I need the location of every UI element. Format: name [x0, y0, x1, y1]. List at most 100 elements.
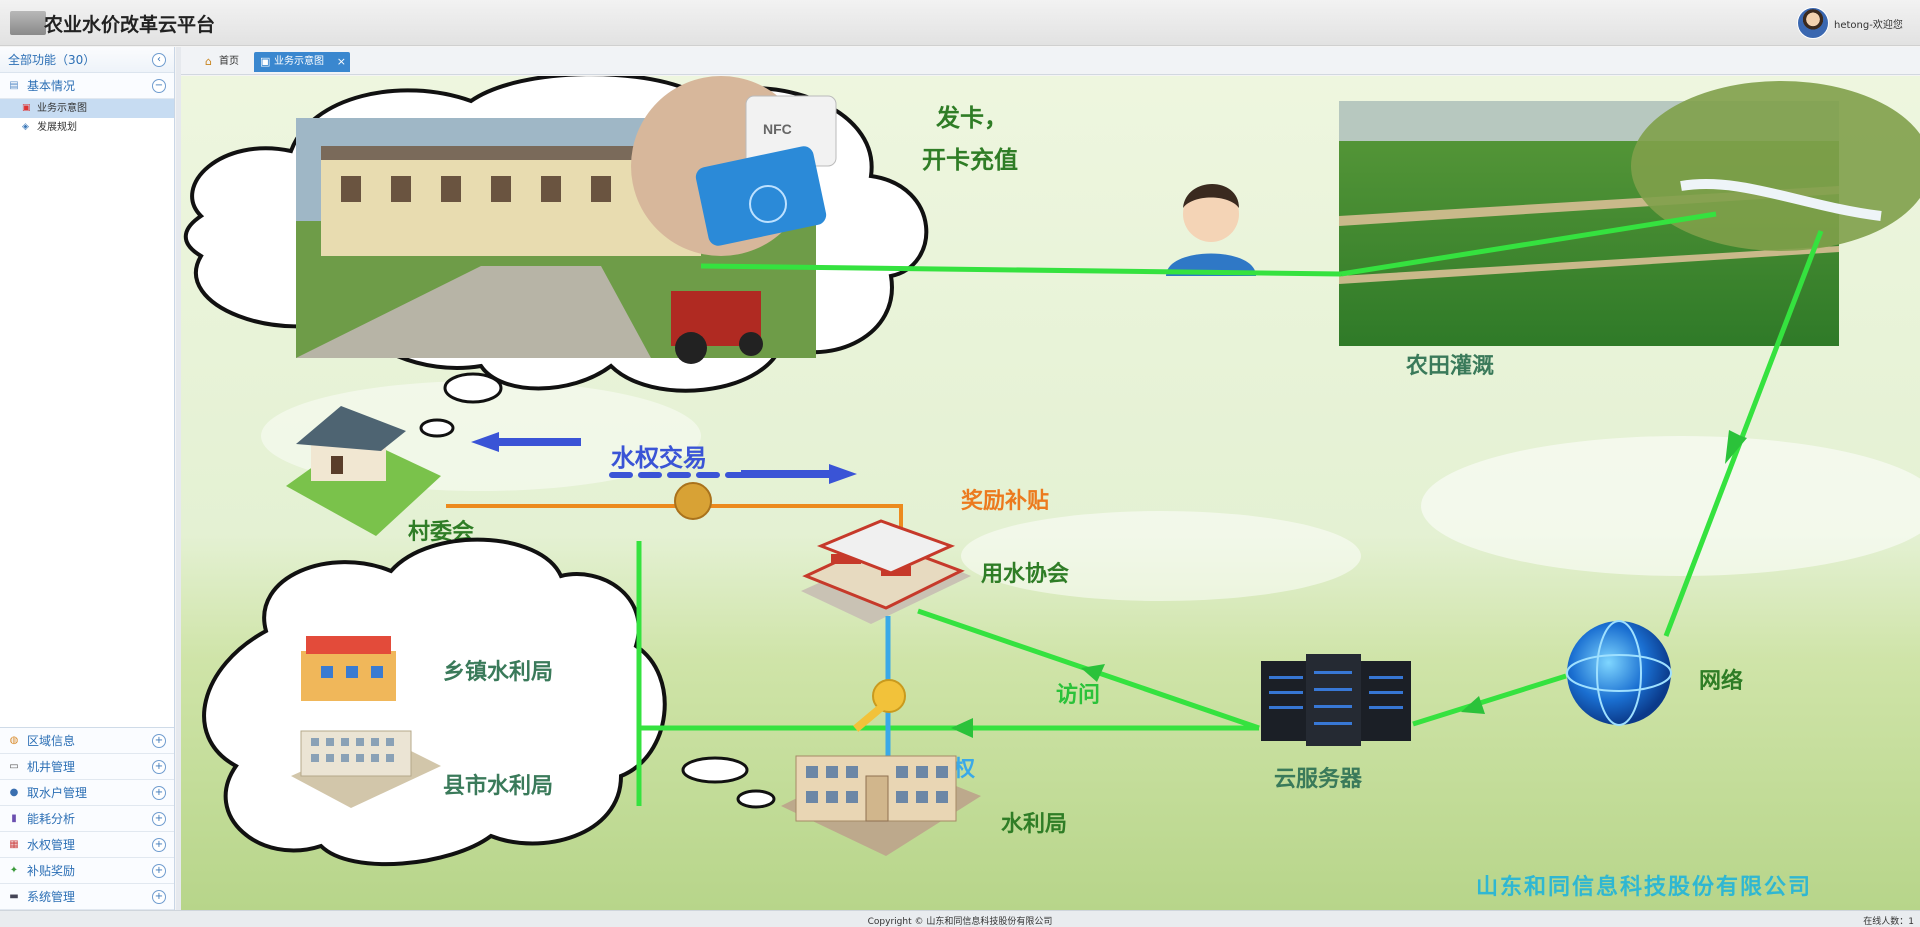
thought-bubble	[681, 756, 749, 784]
sidebar-group-label: 取水户管理	[27, 786, 88, 800]
reward-icon: ✦	[9, 865, 19, 876]
collapse-sidebar-icon[interactable]: ‹	[152, 53, 166, 67]
sidebar-group-label: 能耗分析	[27, 812, 76, 826]
nfc-card-photo: NFC	[631, 76, 837, 256]
sidebar-group-energy[interactable]: ▮ 能耗分析 +	[0, 806, 174, 832]
cloud-server-label: 云服务器	[1274, 767, 1363, 792]
water-bureau-label: 水利局	[1001, 812, 1067, 837]
cloud-shape	[961, 511, 1361, 601]
coin-icon	[674, 482, 712, 520]
thought-bubble	[419, 418, 455, 438]
system-icon: ▬	[9, 891, 19, 902]
tab-bar: ⌂ 首页 ▣ 业务示意图 ×	[181, 47, 1920, 75]
card-recharge-label: 开卡充值	[922, 146, 1018, 174]
all-functions-label: 全部功能（30）	[8, 53, 96, 67]
region-icon: ◍	[9, 735, 19, 746]
tab-business-diagram[interactable]: ▣ 业务示意图 ×	[254, 52, 350, 72]
cloud-shape	[1421, 436, 1920, 576]
arrow-head	[951, 718, 973, 738]
plus-icon[interactable]: +	[152, 734, 166, 748]
pdf-icon: ▣	[22, 103, 31, 113]
sidebar-group-label: 补贴奖励	[27, 864, 76, 878]
minus-icon[interactable]: −	[152, 79, 166, 93]
chart-icon: ◈	[22, 122, 29, 132]
close-icon[interactable]: ×	[336, 55, 346, 68]
thought-bubble	[443, 372, 503, 404]
card-issue-label: 发卡，	[935, 104, 1008, 132]
sidebar-group-subsidy[interactable]: ✦ 补贴奖励 +	[0, 858, 174, 884]
svg-text:NFC: NFC	[763, 121, 792, 137]
logo	[10, 11, 46, 35]
user-icon: ●	[9, 787, 19, 798]
sidebar-splitter[interactable]	[176, 47, 181, 910]
plus-icon[interactable]: +	[152, 838, 166, 852]
link-line	[1340, 211, 1717, 277]
village-committee-house	[286, 406, 441, 536]
county-bureau-building	[291, 730, 441, 808]
user-greeting[interactable]: hetong-欢迎您	[1834, 20, 1903, 31]
sidebar-group-label: 水权管理	[27, 838, 76, 852]
sidebar-header: 全部功能（30） ‹	[0, 47, 174, 73]
diagram-canvas: NFC 发卡， 开卡充值 农田灌溉	[181, 76, 1920, 910]
sidebar-group-basic[interactable]: ▤ 基本情况 −	[0, 73, 174, 99]
link-line	[1412, 673, 1567, 727]
sidebar-group-label: 基本情况	[27, 79, 76, 93]
tab-label: 业务示意图	[274, 56, 324, 67]
bar-chart-icon: ▮	[11, 813, 17, 824]
user-avatar[interactable]	[1797, 7, 1829, 39]
copyright-text: Copyright © 山东和同信息科技股份有限公司	[867, 917, 1053, 927]
plus-icon[interactable]: +	[152, 760, 166, 774]
sidebar: 全部功能（30） ‹ ▤ 基本情况 − ▣ 业务示意图 ◈ 发展规划 ◍ 区域信…	[0, 47, 175, 910]
plus-icon[interactable]: +	[152, 890, 166, 904]
plus-icon[interactable]: +	[152, 864, 166, 878]
well-icon: ▭	[9, 761, 19, 772]
sidebar-group-label: 机井管理	[27, 760, 76, 774]
county-bureau-label: 县市水利局	[443, 773, 553, 799]
sidebar-item-label: 业务示意图	[37, 103, 87, 114]
sidebar-group-label: 区域信息	[27, 734, 76, 748]
tab-label: 首页	[219, 56, 239, 67]
footer: Copyright © 山东和同信息科技股份有限公司 在线人数：1	[0, 910, 1920, 927]
sidebar-item-development-plan[interactable]: ◈ 发展规划	[0, 118, 174, 137]
farmland-photo	[1339, 81, 1920, 346]
key-icon	[853, 679, 906, 732]
subsidy-label: 奖励补贴	[961, 488, 1049, 514]
left-arrow	[471, 432, 581, 452]
town-bureau-building	[301, 636, 396, 701]
thought-bubble	[736, 789, 776, 809]
sidebar-group-water-users[interactable]: ● 取水户管理 +	[0, 780, 174, 806]
sidebar-bottom-groups: ◍ 区域信息 + ▭ 机井管理 + ● 取水户管理 + ▮ 能耗分析 + ▦ 水…	[0, 727, 174, 910]
cloud-server-icon	[1261, 654, 1411, 746]
sidebar-group-region[interactable]: ◍ 区域信息 +	[0, 728, 174, 754]
pdf-icon: ▣	[260, 55, 271, 68]
network-globe-icon	[1566, 620, 1672, 726]
link-line	[700, 263, 1342, 277]
farmland-label: 农田灌溉	[1405, 353, 1494, 379]
tab-home[interactable]: ⌂ 首页	[199, 52, 239, 72]
sidebar-group-wells[interactable]: ▭ 机井管理 +	[0, 754, 174, 780]
link-line	[1663, 230, 1824, 637]
arrow-head	[1081, 664, 1105, 682]
online-count: 在线人数：1	[1863, 917, 1914, 927]
plus-icon[interactable]: +	[152, 786, 166, 800]
document-icon: ▤	[9, 80, 19, 91]
thought-cloud-bureaus	[202, 537, 667, 867]
sidebar-group-system[interactable]: ▬ 系统管理 +	[0, 884, 174, 910]
right-arrow	[741, 464, 857, 484]
rights-icon: ▦	[9, 839, 19, 850]
sidebar-item-label: 发展规划	[37, 122, 77, 133]
sidebar-item-business-diagram[interactable]: ▣ 业务示意图	[0, 99, 174, 118]
arrow-head	[1725, 430, 1747, 464]
water-association-building	[801, 519, 971, 624]
app-title: 农业水价改革云平台	[44, 14, 216, 36]
company-watermark: 山东和同信息科技股份有限公司	[1476, 874, 1812, 900]
plus-icon[interactable]: +	[152, 812, 166, 826]
water-bureau-building	[781, 755, 981, 856]
town-bureau-label: 乡镇水利局	[443, 660, 553, 685]
home-icon: ⌂	[205, 55, 212, 68]
business-diagram: NFC 发卡， 开卡充值 农田灌溉	[181, 76, 1920, 910]
network-label: 网络	[1699, 668, 1743, 694]
water-trade-label: 水权交易	[611, 444, 707, 472]
sidebar-group-water-rights[interactable]: ▦ 水权管理 +	[0, 832, 174, 858]
subsidy-line	[446, 504, 903, 531]
